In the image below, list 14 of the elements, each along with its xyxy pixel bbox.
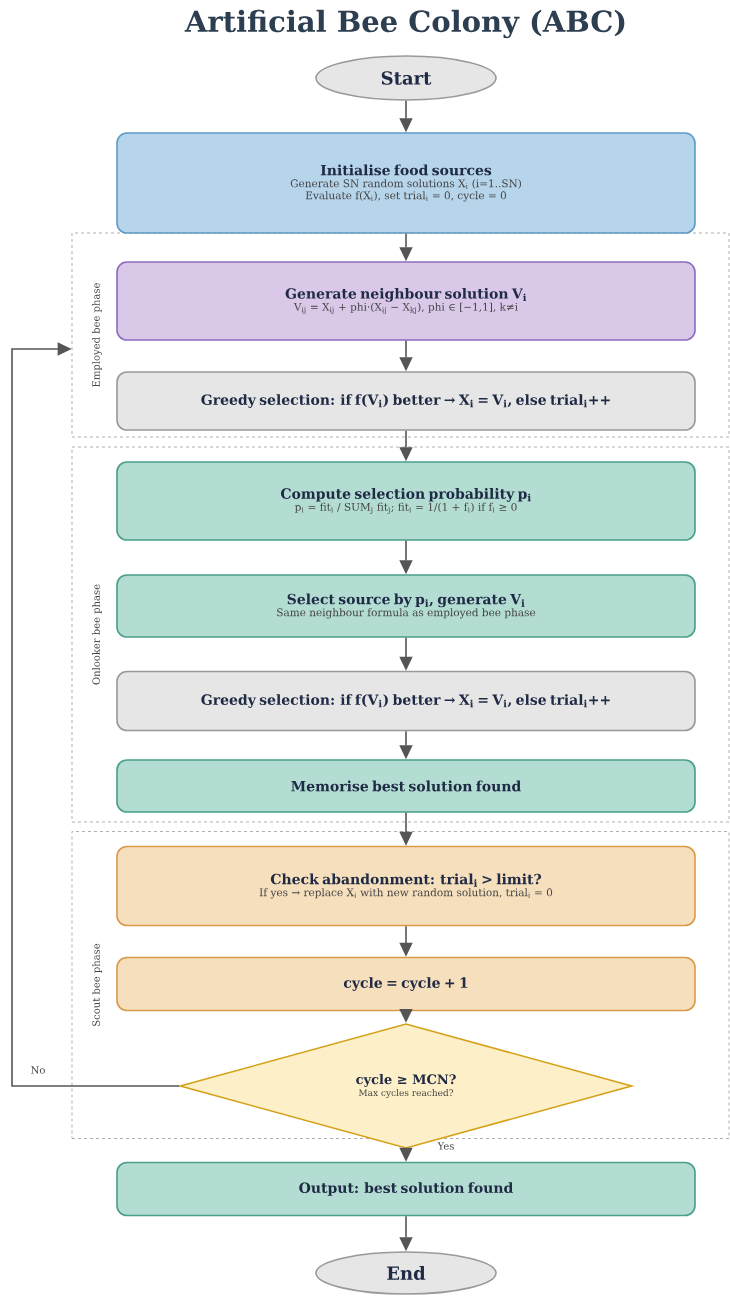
- process-box: Check abandonment: trial$_{i}$ > limit? If yes → replace X$_{i}$ with new random solution, trial$_{i}$ = 0: [116, 845, 696, 927]
- process-box: Memorise best solution found: [116, 759, 696, 813]
- process-box: Greedy selection: if f(V$_{i}$) better → X$_{i}$ = V$_{i}$, else trial$_{i}$++: [116, 670, 696, 732]
- process-box: Select source by p$_{i}$, generate V$_{i}$ Same neighbour formula as employed bee phase: [116, 574, 696, 638]
- process-box: Output: best solution found: [116, 1161, 696, 1217]
- process-box: Initialise food sources Generate SN random solutions X$_{i}$ (i=1..SN) Evaluate f(X$_{i}$), set trial$_{i}$ = 0, cycle = 0: [116, 132, 696, 234]
- arrow: [11, 342, 180, 1087]
- process-box: Greedy selection: if f(V$_{i}$) better → X$_{i}$ = V$_{i}$, else trial$_{i}$++: [116, 371, 696, 431]
- process-box: Generate neighbour solution V$_{i}$ V$_{ij}$ = X$_{ij}$ + phi·(X$_{ij}$ − X$_{kj}$), phi ∈ [−1,1], k≠i: [116, 261, 696, 341]
- title: Artificial Bee Colony (ABC): [184, 9, 625, 39]
- process-box: Compute selection probability p$_{i}$ p$_{i}$ = fit$_{i}$ / SUM$_{j}$ fit$_{j}$; fit$_{i}$ = 1/(1 + f$_{i}$) if f$_{i}$ ≥ 0: [116, 461, 696, 541]
- edge-label: Yes: [436, 1140, 456, 1152]
- edge-label: No: [29, 1064, 47, 1076]
- process-box: cycle = cycle + 1: [116, 956, 696, 1012]
